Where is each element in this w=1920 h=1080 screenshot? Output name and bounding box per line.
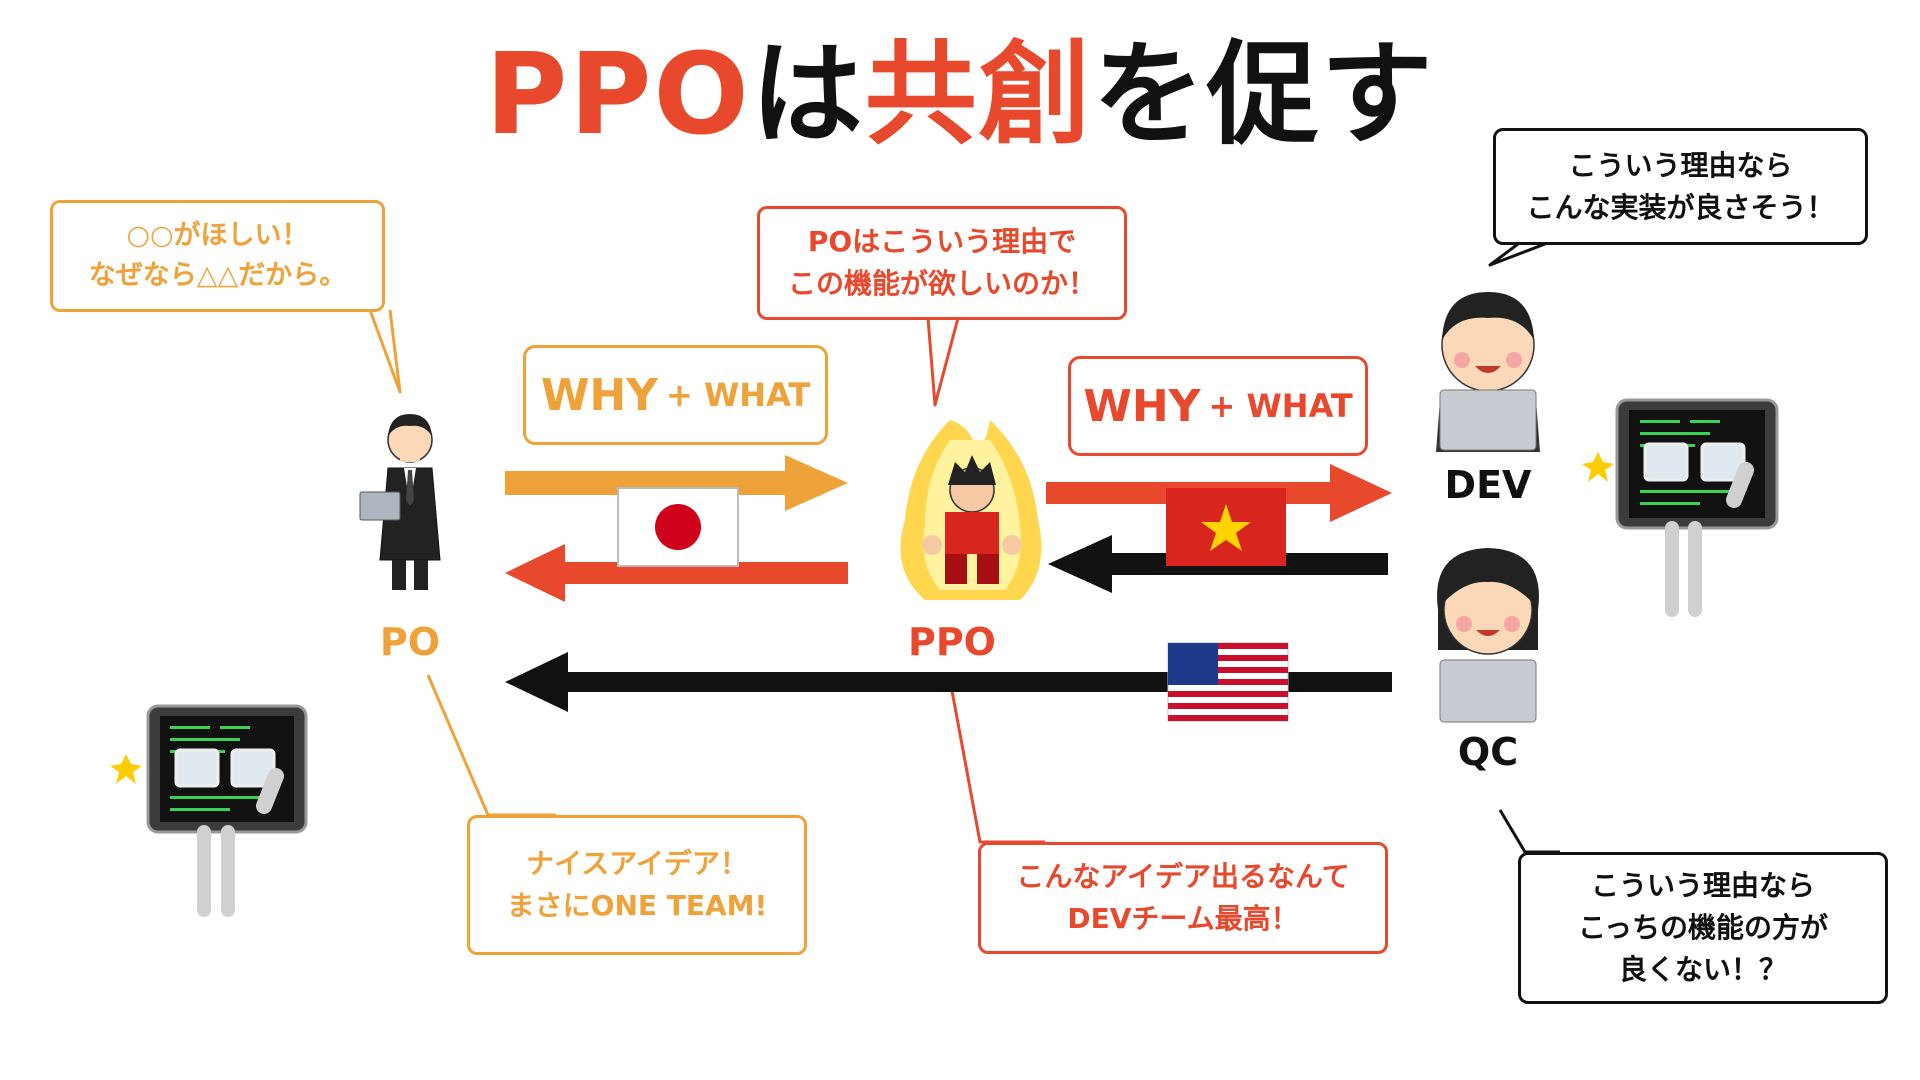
what-text: + WHAT — [666, 376, 811, 414]
bubble-line: POはこういう理由で — [807, 225, 1077, 258]
bubble-ppo-praise: こんなアイデア出るなんて DEVチーム最高！ — [978, 842, 1388, 954]
role-label-dev: DEV — [1444, 463, 1532, 507]
tail-po-want — [368, 309, 402, 394]
tail-dev-idea — [1488, 242, 1546, 267]
bubble-line: ○○がほしい！ — [126, 219, 309, 251]
role-label-po: PO — [379, 620, 441, 664]
bubble-line: こんな実装が良さそう！ — [1526, 190, 1835, 224]
connector-ppo-praise — [948, 679, 1045, 844]
bubble-ppo-understand: POはこういう理由で この機能が欲しいのか！ — [757, 206, 1127, 320]
bubble-line: こんなアイデア出るなんて — [1016, 860, 1350, 893]
po-businessman-icon — [359, 414, 441, 590]
bubble-line: まさにONE TEAM! — [506, 889, 768, 922]
computer-head-robot-icon-right — [1582, 398, 1779, 617]
why-text: WHY — [540, 369, 659, 421]
ppo-super-character-icon — [900, 420, 1042, 600]
bubble-qc-idea: こういう理由なら こっちの機能の方が 良くない！？ — [1518, 852, 1888, 1004]
bubble-line: こっちの機能の方が — [1577, 911, 1829, 944]
bubble-line: この機能が欲しいのか！ — [787, 267, 1096, 300]
bubble-line: こういう理由なら — [1590, 869, 1815, 902]
bubble-dev-idea: こういう理由なら こんな実装が良さそう！ — [1493, 128, 1868, 245]
why-what-label-po-to-ppo: WHY + WHAT — [523, 345, 828, 445]
page-title: PPOは共創を促す — [0, 28, 1920, 162]
what-text: + WHAT — [1208, 387, 1353, 425]
why-what-label-ppo-to-dev: WHY + WHAT — [1068, 356, 1368, 456]
bubble-line: DEVチーム最高！ — [1067, 902, 1299, 935]
why-text: WHY — [1083, 380, 1201, 432]
qc-engineer-icon — [1437, 548, 1539, 723]
role-label-qc: QC — [1457, 730, 1519, 774]
tail-ppo-understand — [926, 317, 960, 407]
vietnam-flag-icon — [1166, 488, 1286, 566]
bubble-line: 良くない！？ — [1618, 953, 1787, 986]
usa-flag-icon — [1167, 642, 1289, 722]
bubble-line: なぜなら△△だから。 — [88, 260, 347, 291]
bubble-line: こういう理由なら — [1568, 148, 1793, 182]
title-part-ppo: PPO — [485, 30, 751, 160]
role-label-ppo: PPO — [907, 620, 996, 664]
tail-qc-idea — [1498, 809, 1560, 854]
bubble-line: ナイスアイデア！ — [526, 847, 748, 880]
arrow-ppo-to-po — [505, 544, 848, 602]
computer-head-robot-icon-left — [110, 704, 308, 917]
title-part-ha: は — [750, 30, 865, 160]
dev-engineer-icon — [1436, 292, 1540, 452]
bubble-po-want: ○○がほしい！ なぜなら△△だから。 — [50, 200, 385, 312]
title-part-kyoso: 共創 — [864, 30, 1093, 160]
bubble-po-praise: ナイスアイデア！ まさにONE TEAM! — [467, 815, 807, 955]
japan-flag-icon — [617, 487, 739, 567]
title-part-unagasu: を促す — [1092, 30, 1435, 160]
